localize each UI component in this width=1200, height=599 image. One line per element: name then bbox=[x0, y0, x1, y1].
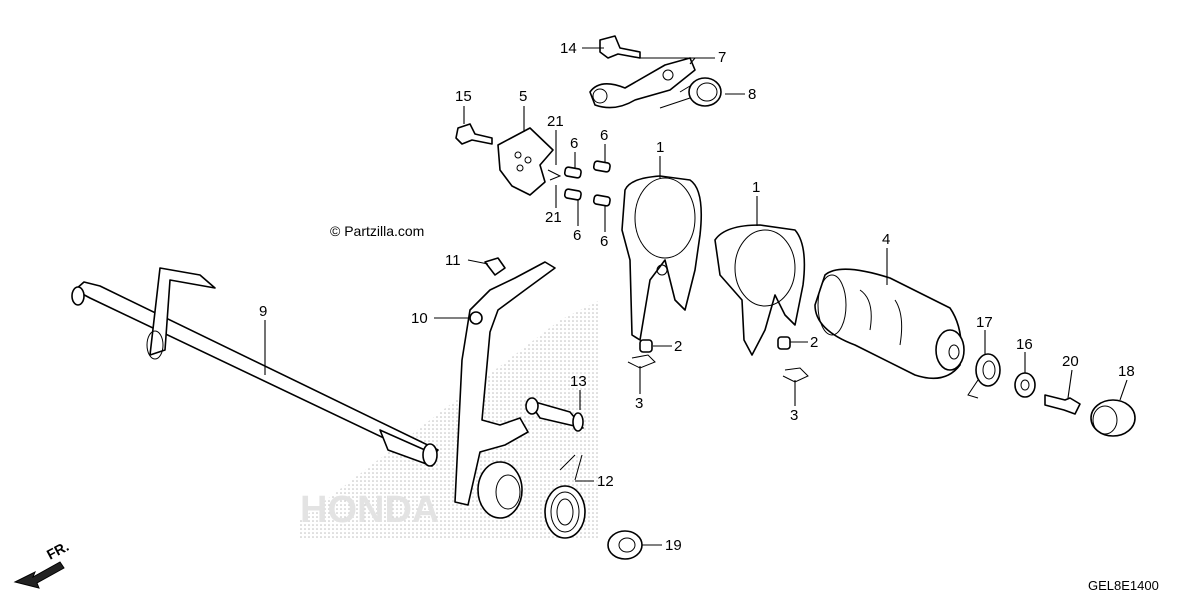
clip-part[interactable] bbox=[484, 257, 506, 276]
callout-17: 17 bbox=[976, 314, 993, 331]
shift-drum-part[interactable] bbox=[814, 268, 965, 380]
callout-4: 4 bbox=[882, 231, 890, 248]
bolt-14-part[interactable] bbox=[599, 35, 641, 59]
callout-15: 15 bbox=[455, 88, 472, 105]
cap-18-part[interactable] bbox=[1090, 399, 1136, 437]
stopper-arm-part[interactable] bbox=[589, 57, 696, 109]
svg-text:FR.: FR. bbox=[44, 538, 71, 563]
callout-6-c: 6 bbox=[573, 227, 581, 244]
callout-2-right: 2 bbox=[810, 334, 818, 351]
pins-6-part[interactable] bbox=[563, 160, 611, 207]
callout-3-right: 3 bbox=[790, 407, 798, 424]
nut-part[interactable] bbox=[607, 530, 643, 560]
callout-10: 10 bbox=[411, 310, 428, 327]
plate-part[interactable] bbox=[497, 127, 554, 196]
callout-2-left: 2 bbox=[674, 338, 682, 355]
front-direction-arrow: FR. bbox=[13, 538, 71, 589]
callout-21-bottom: 21 bbox=[545, 209, 562, 226]
pins-21-part[interactable] bbox=[547, 169, 562, 181]
leader-lines bbox=[264, 47, 1128, 546]
callout-7: 7 bbox=[718, 49, 726, 66]
callout-6-b: 6 bbox=[600, 127, 608, 144]
bolt-20-part[interactable] bbox=[1044, 394, 1081, 415]
stud-bolt-part[interactable] bbox=[525, 397, 584, 432]
svg-text:© Partzilla.com: © Partzilla.com bbox=[330, 223, 424, 239]
callout-6-d: 6 bbox=[600, 233, 608, 250]
callout-19: 19 bbox=[665, 537, 682, 554]
callout-20: 20 bbox=[1062, 353, 1079, 370]
shift-fork-left-part[interactable] bbox=[621, 175, 703, 341]
callout-1-left: 1 bbox=[656, 139, 664, 156]
callout-9: 9 bbox=[259, 303, 267, 320]
diagram-code: GEL8E1400 bbox=[1088, 578, 1159, 593]
callout-11: 11 bbox=[445, 252, 461, 269]
guide-pins-2-part[interactable] bbox=[639, 336, 791, 353]
svg-text:HONDA: HONDA bbox=[300, 489, 439, 531]
callout-14: 14 bbox=[560, 40, 577, 57]
callout-12: 12 bbox=[597, 473, 614, 490]
callout-18: 18 bbox=[1118, 363, 1135, 380]
washer-16-part[interactable] bbox=[1014, 372, 1036, 398]
washer-17-part[interactable] bbox=[967, 353, 1001, 399]
callout-6-a: 6 bbox=[570, 135, 578, 152]
callout-3-left: 3 bbox=[635, 395, 643, 412]
bolt-15-part[interactable] bbox=[455, 123, 493, 145]
shift-arm-part[interactable] bbox=[454, 261, 556, 519]
shift-fork-right-part[interactable] bbox=[714, 224, 806, 356]
callout-21-top: 21 bbox=[547, 113, 564, 130]
callout-1-right: 1 bbox=[752, 179, 760, 196]
callouts: 14 7 8 15 5 21 6 6 21 6 6 1 1 4 11 9 10 … bbox=[259, 40, 1135, 554]
callout-5: 5 bbox=[519, 88, 527, 105]
stopper-spring-part[interactable] bbox=[659, 77, 722, 109]
return-spring-part[interactable] bbox=[544, 454, 586, 539]
shift-shaft-part[interactable] bbox=[71, 267, 439, 467]
clips-3-part[interactable] bbox=[627, 354, 809, 383]
callout-13: 13 bbox=[570, 373, 587, 390]
watermark: © Partzilla.com bbox=[330, 223, 424, 239]
callout-8: 8 bbox=[748, 86, 756, 103]
callout-16: 16 bbox=[1016, 336, 1033, 353]
background-logo: HONDA bbox=[300, 300, 600, 540]
